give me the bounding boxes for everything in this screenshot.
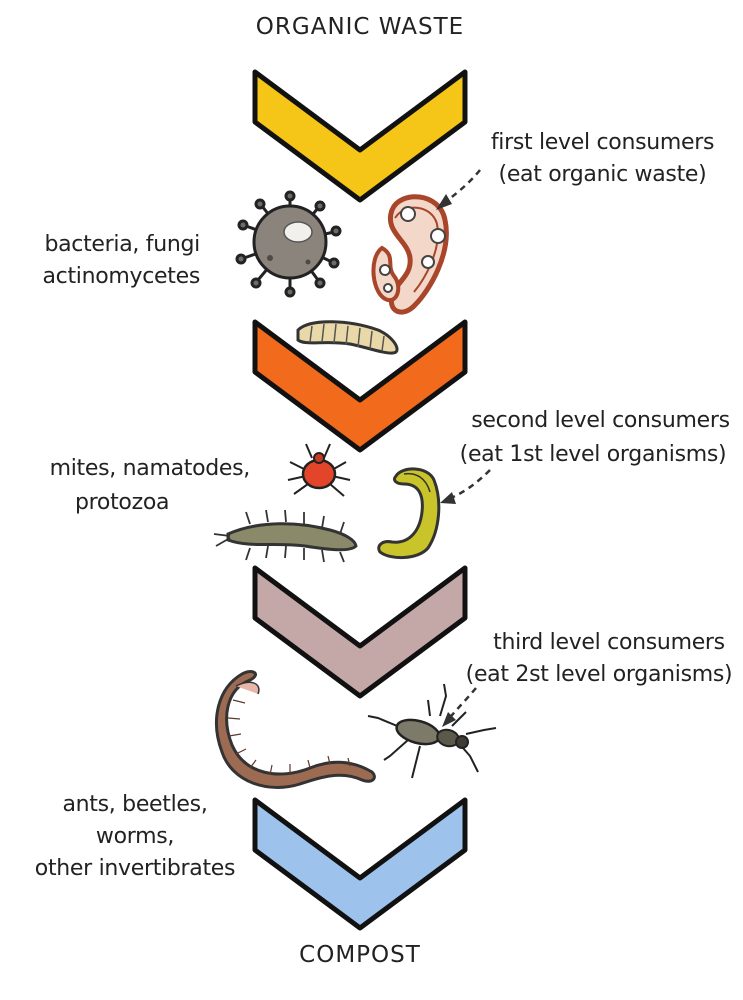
chevron-level-1 <box>255 72 465 200</box>
diagram-title: ORGANIC WASTE <box>210 12 510 42</box>
nematode-icon <box>379 469 439 558</box>
pointer-arrow-level-2 <box>440 470 490 504</box>
level-3-consumer-note: (eat 2st level organisms) <box>455 660 743 690</box>
level-3-organisms-line-1: ants, beetles, <box>20 790 250 820</box>
centipede-icon <box>214 510 356 562</box>
chevron-level-3 <box>255 568 465 696</box>
mite-icon <box>288 444 350 496</box>
level-3-organisms-line-3: other invertibrates <box>10 854 260 884</box>
beetle-icon <box>368 684 496 778</box>
level-1-consumer-label: first level consumers <box>470 128 735 158</box>
level-3-consumer-label: third level consumers <box>475 628 743 658</box>
level-1-consumer-note: (eat organic waste) <box>470 160 735 190</box>
level-2-organisms-line-1: mites, namatodes, <box>0 454 250 484</box>
level-1-organisms-line-1: bacteria, fungi <box>0 230 200 260</box>
chevron-level-4 <box>255 800 465 928</box>
fungi-icon <box>373 197 446 312</box>
level-2-consumer-note: (eat 1st level organisms) <box>443 440 743 470</box>
level-2-consumer-label: second level consumers <box>458 406 743 436</box>
level-3-organisms-line-2: worms, <box>20 822 250 852</box>
bacterium-icon <box>237 192 340 296</box>
level-1-organisms-line-2: actinomycetes <box>0 262 200 292</box>
pointer-arrow-level-3 <box>442 688 476 727</box>
diagram-footer: COMPOST <box>260 940 460 970</box>
larva-icon <box>298 322 397 353</box>
level-2-organisms-line-2: protozoa <box>75 488 235 518</box>
